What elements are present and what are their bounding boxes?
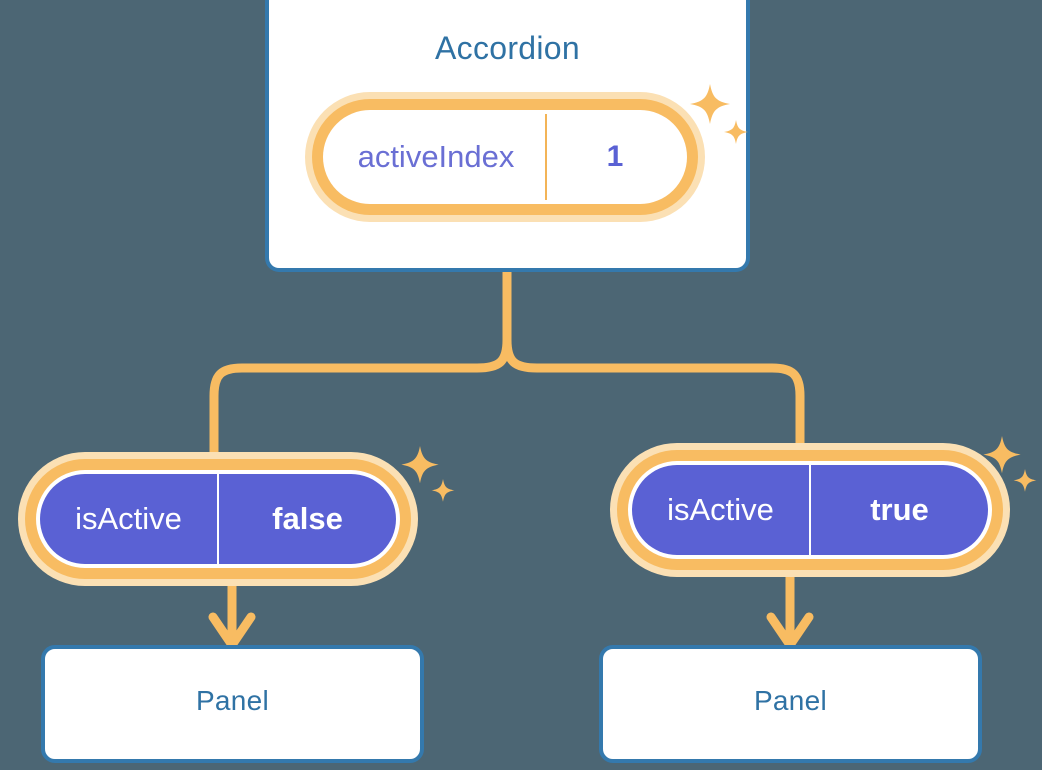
state-pill-is-active-false[interactable]: isActive false: [18, 452, 418, 586]
arrow-down-icon: [208, 581, 256, 650]
accordion-title: Accordion: [435, 30, 580, 66]
state-key-label: activeIndex: [357, 139, 515, 174]
arrow-down-icon: [766, 572, 814, 650]
pill-body: isActive true: [632, 465, 988, 555]
sparkle-small-icon: [1013, 469, 1037, 492]
panel-card-right[interactable]: Panel: [599, 645, 982, 763]
pill-body: activeIndex 1: [327, 114, 683, 200]
state-pill-active-index[interactable]: activeIndex 1: [305, 92, 705, 222]
state-key-label: isActive: [667, 492, 774, 527]
state-value-label: 1: [545, 114, 683, 200]
panel-card-left[interactable]: Panel: [41, 645, 424, 763]
panel-title: Panel: [195, 685, 270, 716]
branch-split-icon: [209, 267, 805, 465]
pill-body: isActive false: [40, 474, 396, 564]
state-value-label: true: [809, 465, 988, 555]
sparkle-small-icon: [431, 479, 455, 502]
state-value-label: false: [217, 474, 396, 564]
state-key-label: isActive: [75, 501, 182, 536]
panel-title: Panel: [753, 685, 828, 716]
state-pill-is-active-true[interactable]: isActive true: [610, 443, 1010, 577]
